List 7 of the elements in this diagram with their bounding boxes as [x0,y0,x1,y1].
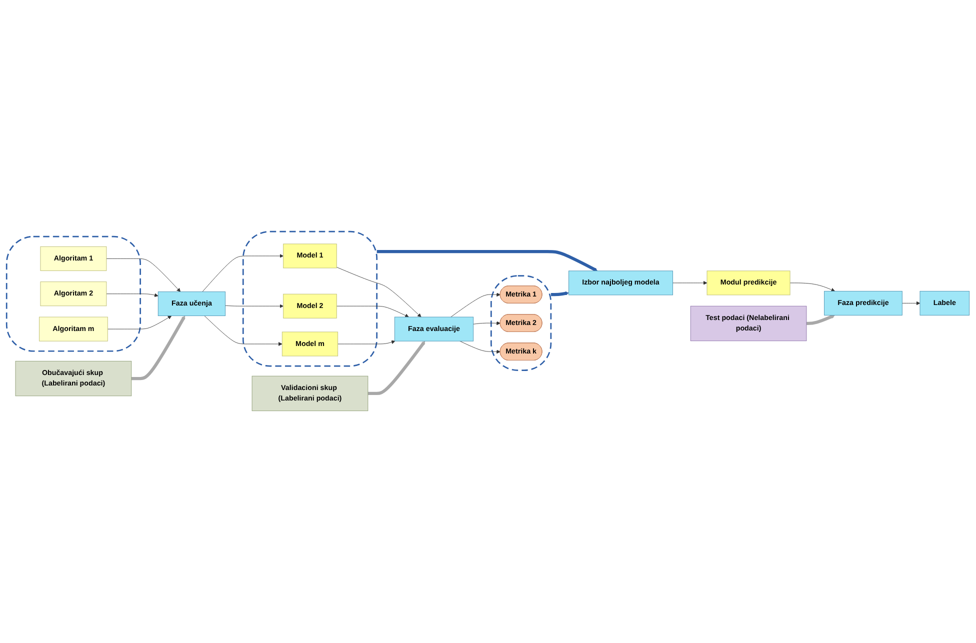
cluster [242,231,378,368]
arrow [550,292,569,296]
arrow [368,341,426,396]
cluster [6,236,141,352]
arrow [376,250,598,272]
arrow [131,316,186,380]
arrow [806,314,836,326]
